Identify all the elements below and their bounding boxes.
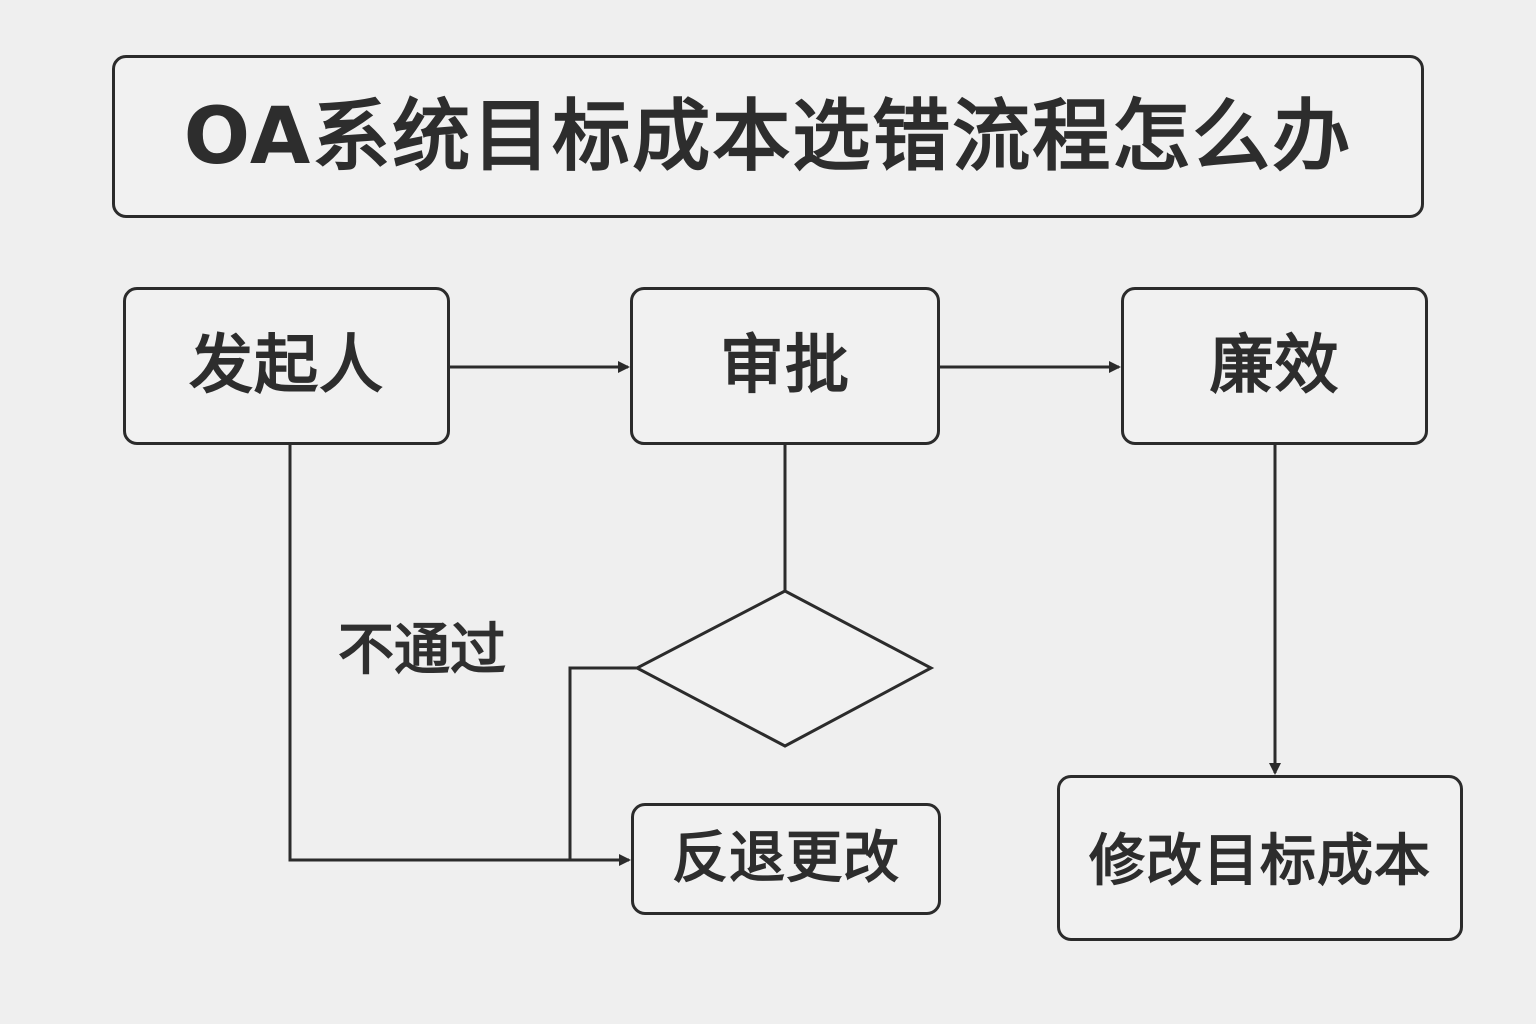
connector-initiator-to-return — [288, 445, 570, 862]
decision-diamond — [633, 589, 935, 748]
connector-decision-to-return — [568, 666, 637, 866]
modify-target-cost-node: 修改目标成本 — [1057, 775, 1463, 941]
third-step-node: 廉效 — [1121, 287, 1428, 445]
initiator-node: 发起人 — [123, 287, 450, 445]
approval-node-label: 审批 — [720, 329, 850, 403]
return-modify-node: 反退更改 — [631, 803, 941, 915]
approval-node: 审批 — [630, 287, 940, 445]
return-modify-node-label: 反退更改 — [672, 826, 900, 891]
third-step-node-label: 廉效 — [1209, 329, 1340, 403]
page-title: OA系统目标成本选错流程怎么办 — [112, 55, 1424, 218]
reject-edge-label: 不通过 — [338, 618, 506, 683]
page-title-text: OA系统目标成本选错流程怎么办 — [183, 91, 1353, 182]
modify-target-cost-node-label: 修改目标成本 — [1089, 829, 1431, 894]
initiator-node-label: 发起人 — [189, 329, 384, 403]
